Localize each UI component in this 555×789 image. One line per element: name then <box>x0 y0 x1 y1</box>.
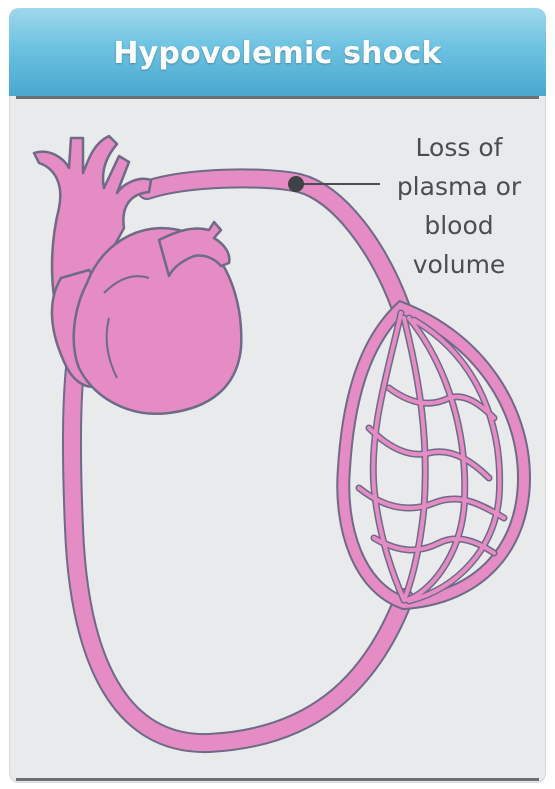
annotation-label: Loss of plasma or blood volume <box>379 128 539 284</box>
annotation-line: Loss of <box>379 128 539 167</box>
capillary-bed <box>343 308 524 603</box>
annotation-dot <box>288 176 304 192</box>
footer-divider <box>16 778 539 781</box>
annotation-line: blood <box>379 206 539 245</box>
annotation-line: plasma or <box>379 167 539 206</box>
circulation-diagram <box>9 8 546 783</box>
annotation-line: volume <box>379 245 539 284</box>
diagram-panel: Hypovolemic shock <box>9 8 546 783</box>
